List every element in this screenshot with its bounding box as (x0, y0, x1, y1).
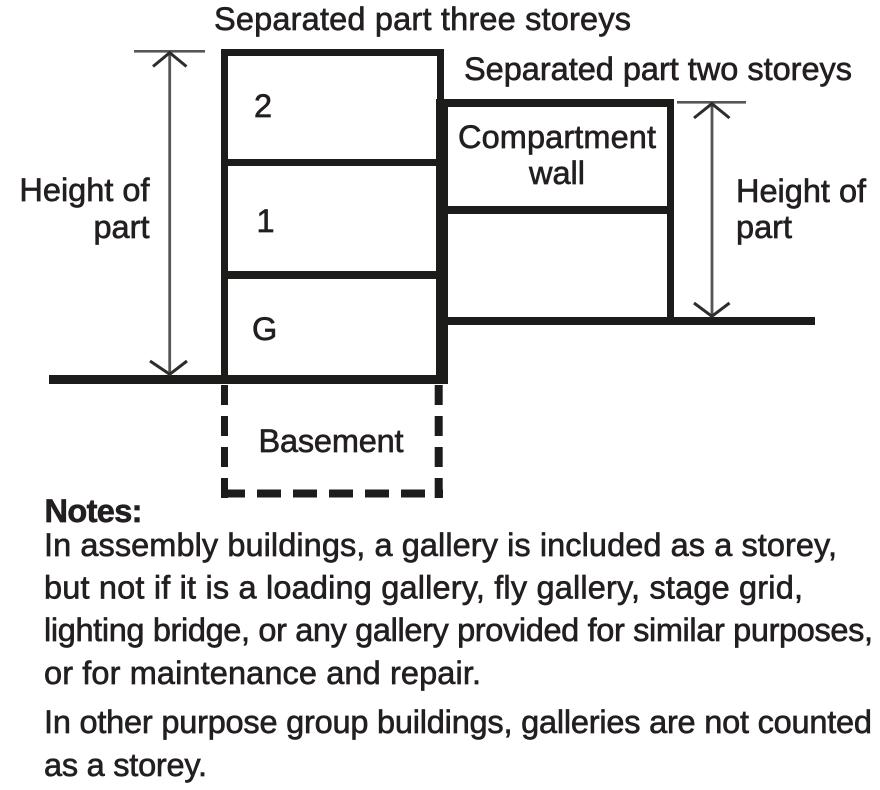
svg-text:part: part (93, 209, 149, 245)
svg-text:wall: wall (528, 155, 585, 191)
svg-text:1: 1 (257, 203, 275, 239)
svg-text:In other purpose group buildin: In other purpose group buildings, galler… (44, 704, 872, 740)
svg-text:or for maintenance and repair.: or for maintenance and repair. (44, 655, 481, 691)
svg-text:Separated part two storeys: Separated part two storeys (464, 51, 852, 87)
svg-text:Compartment: Compartment (458, 119, 656, 155)
svg-text:In assembly buildings, a galle: In assembly buildings, a gallery is incl… (44, 527, 837, 563)
svg-text:Basement: Basement (259, 423, 404, 459)
svg-text:Height of: Height of (736, 173, 867, 209)
svg-text:G: G (252, 311, 277, 347)
svg-text:Separated part three storeys: Separated part three storeys (214, 1, 631, 37)
svg-text:Height of: Height of (19, 172, 150, 208)
svg-text:Notes:: Notes: (45, 493, 143, 529)
svg-text:2: 2 (254, 88, 272, 124)
svg-text:lighting bridge, or any galler: lighting bridge, or any gallery provided… (44, 612, 873, 648)
svg-text:part: part (736, 209, 792, 245)
svg-text:but not if it is a loading gal: but not if it is a loading gallery, fly … (44, 570, 803, 606)
svg-text:as a storey.: as a storey. (44, 747, 207, 783)
